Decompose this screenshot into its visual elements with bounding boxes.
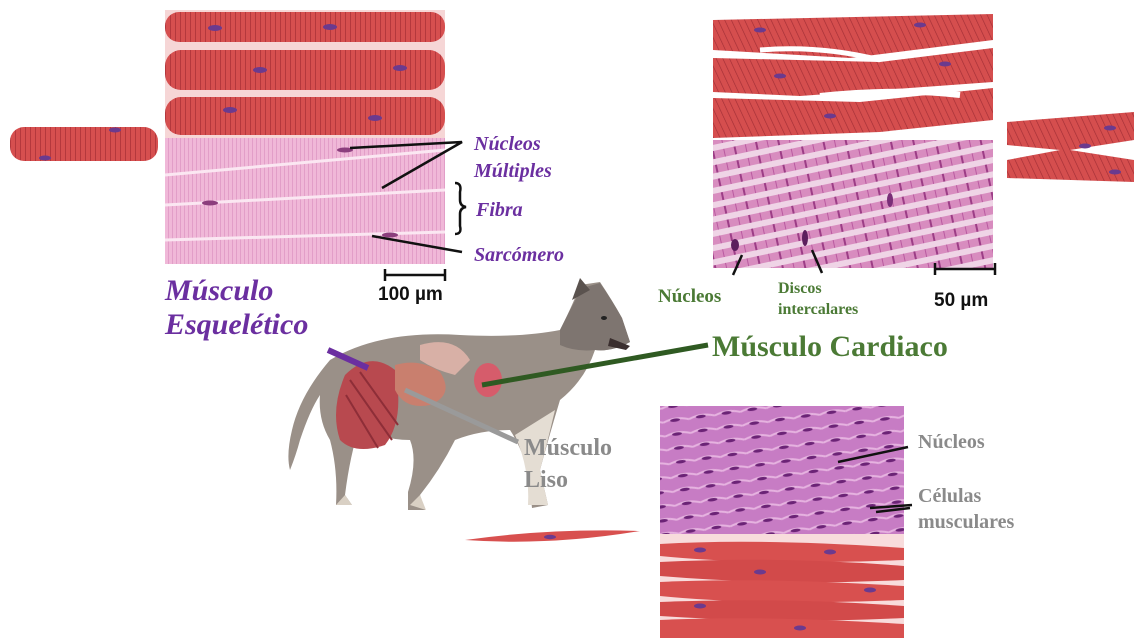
cardiac-nuclei-label: Núcleos [658,287,721,307]
skeletal-nuclei-label-line2: Múltiples [474,158,552,185]
smooth-nuclei-label: Núcleos [918,432,985,453]
smooth-title-line2: Liso [524,464,612,496]
cardiac-micrograph [713,140,993,268]
smooth-micrograph [660,406,904,534]
skeletal-nuclei-label-line1: Núcleos [474,131,552,158]
smooth-cells-label-line1: Células [918,483,1014,509]
cardiac-scale-label: 50 µm [934,291,988,311]
skeletal-scale-label: 100 µm [378,285,443,305]
skeletal-fiber-label: Fibra [476,200,523,221]
smooth-single-cell [465,530,640,541]
skeletal-fiber-illustration [165,10,445,138]
skeletal-title-line2: Esquelético [165,308,308,342]
cardiac-single-fiber [1007,112,1134,182]
smooth-cells-label-line2: musculares [918,509,1014,535]
cardiac-fiber-illustration [713,12,993,140]
cardiac-discs-label-line1: Discos [778,279,858,300]
smooth-title-line1: Músculo [524,432,612,464]
smooth-fiber-illustration [660,534,904,638]
cardiac-title: Músculo Cardiaco [712,331,948,363]
skeletal-sarcomere-label: Sarcómero [474,245,564,266]
skeletal-title-line1: Músculo [165,274,308,308]
cardiac-discs-label-line2: intercalares [778,300,858,321]
skeletal-single-fiber [10,127,158,161]
skeletal-scale-bar [385,269,445,281]
skeletal-micrograph [165,138,445,264]
